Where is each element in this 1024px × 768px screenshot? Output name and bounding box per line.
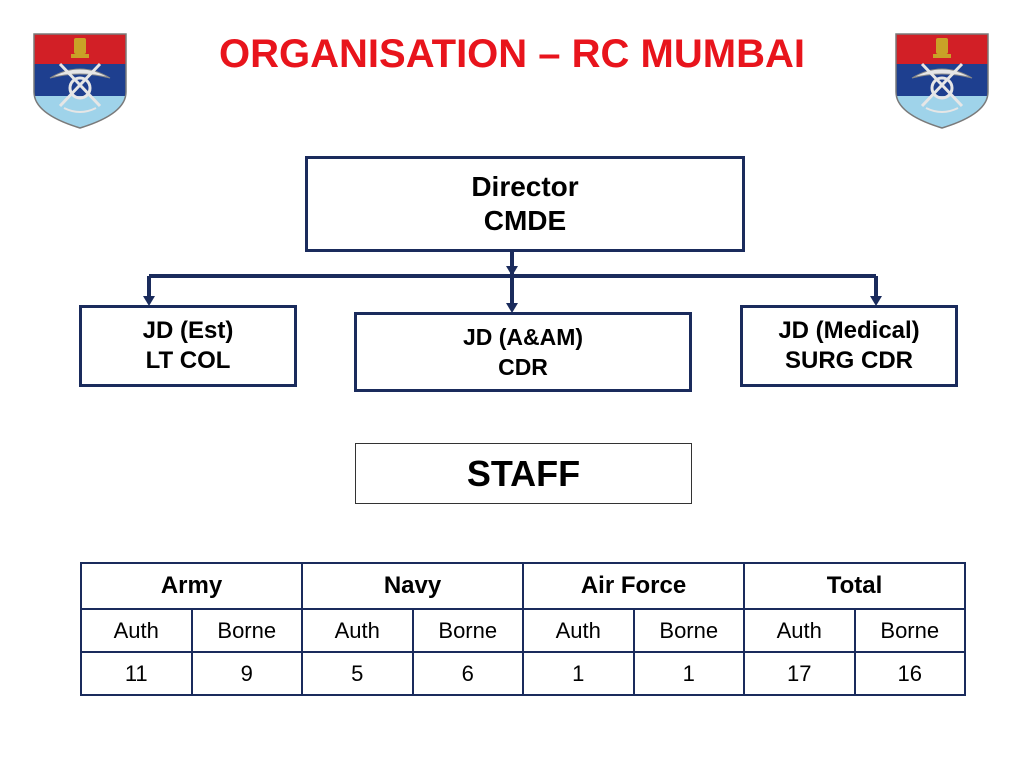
value-total-borne: 16 [853, 651, 966, 696]
subheader-navy-auth: Auth [301, 608, 414, 653]
subheader-navy-borne: Borne [411, 608, 524, 653]
arrowhead-director [506, 266, 518, 276]
subheader-air-force-auth: Auth [522, 608, 635, 653]
crest-icon-left [33, 33, 127, 129]
staff-strength-table: Army Navy Air Force Total Auth Borne Aut… [80, 562, 966, 696]
group-header-navy: Navy [301, 562, 524, 610]
value-total-auth: 17 [743, 651, 856, 696]
director-rank: CMDE [483, 205, 567, 236]
subheader-total-borne: Borne [853, 608, 966, 653]
jd-medical-box: JD (Medical) SURG CDR [740, 305, 958, 387]
value-navy-auth: 5 [301, 651, 414, 696]
value-army-auth: 11 [80, 651, 193, 696]
crest-icon-right [895, 33, 989, 129]
jd-aam-title: JD (A&AM) [462, 324, 584, 350]
subheader-total-auth: Auth [743, 608, 856, 653]
staff-label: STAFF [355, 443, 692, 504]
subheader-air-force-borne: Borne [632, 608, 745, 653]
subheader-army-borne: Borne [190, 608, 303, 653]
arrowhead-jd-est [143, 296, 155, 306]
arrowhead-jd-medical [870, 296, 882, 306]
jd-aam-rank: CDR [498, 354, 548, 380]
jd-aam-box: JD (A&AM) CDR [354, 312, 692, 392]
value-air-force-auth: 1 [522, 651, 635, 696]
page-title: ORGANISATION – RC MUMBAI [219, 32, 805, 76]
jd-est-box: JD (Est) LT COL [79, 305, 297, 387]
jd-est-title: JD (Est) [142, 317, 234, 344]
group-header-air-force: Air Force [522, 562, 745, 610]
arrowhead-jd-aam [506, 303, 518, 313]
value-air-force-borne: 1 [632, 651, 745, 696]
table-subheader-row: Auth Borne Auth Borne Auth Borne Auth Bo… [80, 608, 966, 653]
subheader-army-auth: Auth [80, 608, 193, 653]
director-box: Director CMDE [305, 156, 745, 252]
table-group-header-row: Army Navy Air Force Total [80, 562, 966, 610]
director-title: Director [471, 171, 579, 202]
group-header-army: Army [80, 562, 303, 610]
jd-est-rank: LT COL [145, 347, 231, 374]
table-values-row: 11 9 5 6 1 1 17 16 [80, 651, 966, 696]
value-army-borne: 9 [190, 651, 303, 696]
jd-medical-title: JD (Medical) [778, 317, 920, 344]
value-navy-borne: 6 [411, 651, 524, 696]
jd-medical-rank: SURG CDR [784, 347, 913, 374]
group-header-total: Total [743, 562, 966, 610]
